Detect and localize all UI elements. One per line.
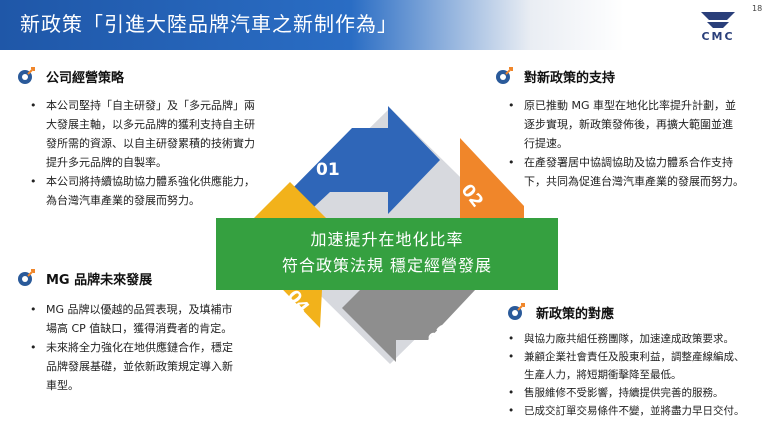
page-number: 18	[752, 4, 763, 13]
cmc-logo: CMC	[701, 12, 735, 42]
section-mg-future: MG 品牌未來發展	[16, 268, 152, 288]
list-item: 本公司堅持「自主研發」及「多元品牌」兩 大發展主軸，以多元品牌的獲利支持自主研 …	[30, 96, 290, 172]
arrow-01	[285, 106, 440, 220]
section-company-strategy: 公司經營策略	[16, 66, 124, 86]
list-item: 與協力廠共組任務團隊，加速達成政策要求。	[508, 330, 778, 348]
logo-text: CMC	[701, 30, 734, 42]
mg-future-list: MG 品牌以優越的品質表現，及填補市 場高 CP 值缺口，獲得消費者的肯定。 未…	[30, 300, 280, 395]
gear-target-icon	[508, 303, 525, 320]
center-line-2: 符合政策法規 穩定經營發展	[281, 256, 493, 275]
policy-support-list: 原已推動 MG 車型在地化比率提升計劃，並 逐步實現，新政策發佈後，再擴大範圍並…	[508, 96, 774, 191]
list-item: 未來將全力強化在地供應鏈合作，穩定 品牌發展基礎，並依新政策規定導入新 車型。	[30, 338, 280, 395]
center-message-box: 加速提升在地化比率 符合政策法規 穩定經營發展	[216, 218, 558, 290]
logo-emblem	[701, 12, 735, 28]
section-title: 對新政策的支持	[524, 70, 616, 86]
list-item: 在產發署居中協調協助及協力體系合作支持 下，共同為促進台灣汽車產業的發展而努力。	[508, 153, 774, 191]
list-item: 兼顧企業社會責任及股東利益，調整產線編成、 生產人力，將短期衝擊降至最低。	[508, 348, 778, 384]
header-bar	[0, 0, 780, 50]
list-item: 已成交訂單交易條件不變，並將盡力早日交付。	[508, 402, 778, 420]
policy-response-list: 與協力廠共組任務團隊，加速達成政策要求。 兼顧企業社會責任及股東利益，調整產線編…	[508, 330, 778, 420]
list-item: 原已推動 MG 車型在地化比率提升計劃，並 逐步實現，新政策發佈後，再擴大範圍並…	[508, 96, 774, 153]
step-number-01: 01	[316, 160, 340, 180]
section-title: 新政策的對應	[536, 306, 615, 322]
section-policy-response: 新政策的對應	[506, 302, 614, 322]
list-item: MG 品牌以優越的品質表現，及填補市 場高 CP 值缺口，獲得消費者的肯定。	[30, 300, 280, 338]
gear-target-icon	[18, 67, 35, 84]
list-item: 售服維修不受影響，持續提供完善的服務。	[508, 384, 778, 402]
list-item: 本公司將持續協助協力體系強化供應能力， 為台灣汽車產業的發展而努力。	[30, 172, 290, 210]
gear-target-icon	[18, 269, 35, 286]
section-title: 公司經營策略	[46, 70, 125, 86]
section-policy-support: 對新政策的支持	[494, 66, 615, 86]
center-line-1: 加速提升在地化比率	[310, 230, 464, 249]
section-title: MG 品牌未來發展	[46, 272, 153, 288]
company-strategy-list: 本公司堅持「自主研發」及「多元品牌」兩 大發展主軸，以多元品牌的獲利支持自主研 …	[30, 96, 290, 210]
page-title: 新政策「引進大陸品牌汽車之新制作為」	[20, 12, 398, 36]
gear-target-icon	[496, 67, 513, 84]
